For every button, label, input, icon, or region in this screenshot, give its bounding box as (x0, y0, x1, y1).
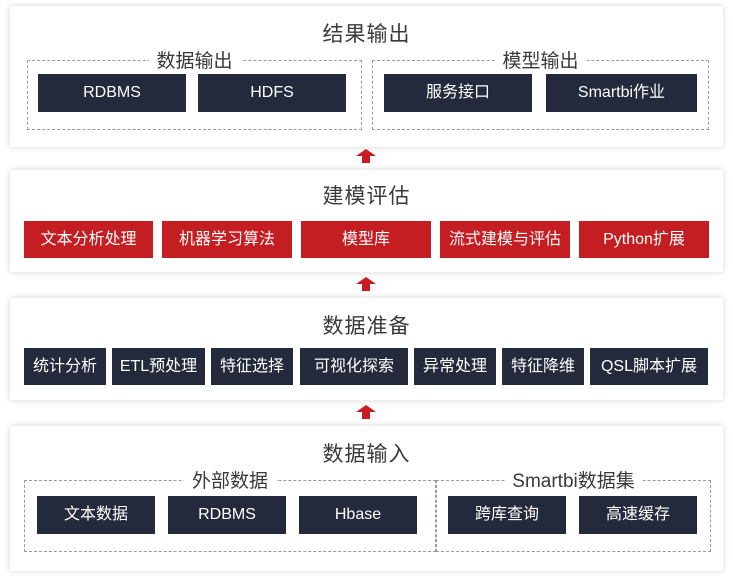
statistical-analysis-box: 统计分析 (24, 348, 106, 385)
rdbms-output-box: RDBMS (38, 74, 186, 112)
rdbms-input-box: RDBMS (168, 496, 286, 534)
data-input-layer: 数据输入 外部数据 文本数据 RDBMS Hbase Smartbi数据集 跨库… (10, 426, 723, 571)
output-layer-title: 结果输出 (322, 23, 411, 46)
high-speed-cache-box: 高速缓存 (579, 496, 697, 534)
hdfs-output-box: HDFS (198, 74, 346, 112)
python-extension-box: Python扩展 (579, 221, 709, 258)
dimension-reduction-box: 特征降维 (502, 348, 584, 385)
anomaly-handling-box: 异常处理 (414, 348, 496, 385)
external-data-group: 外部数据 文本数据 RDBMS Hbase (24, 466, 436, 552)
text-data-box: 文本数据 (37, 496, 155, 534)
stream-modeling-box: 流式建模与评估 (440, 221, 570, 258)
data-input-layer-title: 数据输入 (322, 443, 411, 466)
smartbi-job-box: Smartbi作业 (546, 74, 697, 112)
up-arrow-icon (356, 277, 376, 291)
data-prep-layer-title: 数据准备 (322, 315, 411, 338)
external-data-group-label: 外部数据 (183, 466, 277, 493)
data-prep-layer: 数据准备 统计分析 ETL预处理 特征选择 可视化探索 异常处理 特征降维 QS… (10, 298, 723, 400)
up-arrow-icon (356, 405, 376, 419)
data-output-group-label: 数据输出 (148, 46, 241, 73)
text-analysis-box: 文本分析处理 (24, 221, 153, 258)
cross-db-query-box: 跨库查询 (448, 496, 566, 534)
sql-script-extension-box: QSL脚本扩展 (590, 348, 708, 385)
modeling-layer: 建模评估 文本分析处理 机器学习算法 模型库 流式建模与评估 Python扩展 (10, 170, 723, 272)
machine-learning-box: 机器学习算法 (162, 221, 292, 258)
etl-preprocess-box: ETL预处理 (112, 348, 205, 385)
model-library-box: 模型库 (301, 221, 431, 258)
feature-selection-box: 特征选择 (211, 348, 293, 385)
smartbi-dataset-group: Smartbi数据集 跨库查询 高速缓存 (436, 466, 711, 552)
smartbi-dataset-group-label: Smartbi数据集 (504, 466, 643, 493)
modeling-layer-title: 建模评估 (322, 185, 411, 208)
data-output-group: 数据输出 RDBMS HDFS (27, 46, 362, 130)
hbase-box: Hbase (299, 496, 417, 534)
model-output-group: 模型输出 服务接口 Smartbi作业 (372, 46, 709, 130)
service-api-box: 服务接口 (384, 74, 532, 112)
visual-exploration-box: 可视化探索 (300, 348, 408, 385)
output-layer: 结果输出 数据输出 RDBMS HDFS 模型输出 服务接口 Smartbi作业 (10, 6, 723, 147)
up-arrow-icon (356, 149, 376, 163)
model-output-group-label: 模型输出 (494, 46, 587, 73)
